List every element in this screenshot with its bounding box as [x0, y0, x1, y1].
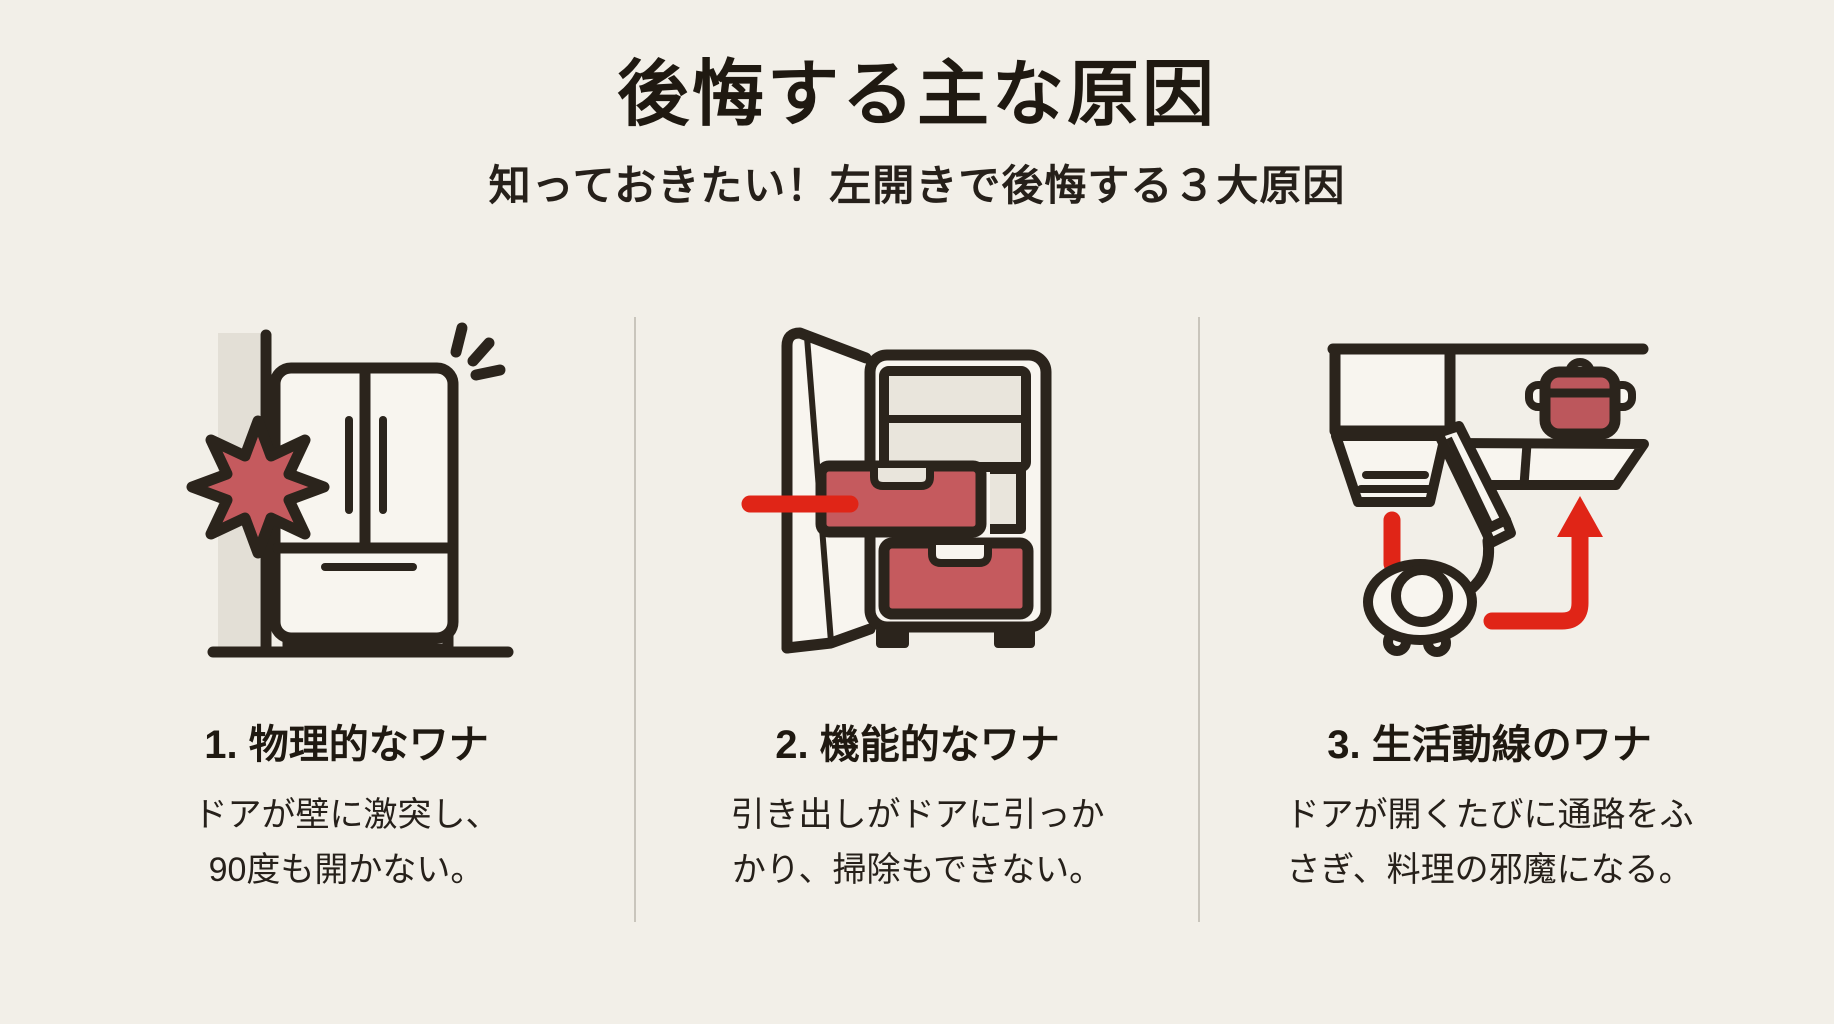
reason-1-heading: 1. 物理的なワナ — [204, 723, 489, 767]
reason-3-description: ドアが開くたびに通路をふ さぎ、料理の邪魔になる。 — [1200, 788, 1779, 898]
freezer-drawer — [878, 537, 1034, 620]
page-subtitle: 知っておきたい！左開きで後悔する３大原因 — [488, 162, 1346, 210]
impact-lines-icon — [450, 322, 506, 381]
door-blocking-kitchen-path-icon — [1327, 343, 1649, 657]
reason-2-desc-line-2: かり、掃除もできない。 — [731, 851, 1104, 890]
reason-3-desc-line-1: ドアが開くたびに通路をふ — [1285, 796, 1694, 834]
column-divider-2 — [1198, 317, 1200, 922]
reason-column-2: 2. 機能的なワナ 引き出しがドアに引っか かり、掃除もできない。 — [635, 280, 1200, 898]
page-title: 後悔する主な原因 — [616, 55, 1217, 135]
reason-column-3: 3. 生活動線のワナ ドアが開くたびに通路をふ さぎ、料理の邪魔になる。 — [1200, 280, 1834, 898]
path-arrow-icon — [1483, 496, 1603, 630]
reason-2-desc-line-1: 引き出しがドアに引っか — [730, 796, 1105, 834]
caption-2: 2. 機能的なワナ 引き出しがドアに引っか かり、掃除もできない。 — [635, 712, 1200, 898]
reason-2-description: 引き出しがドアに引っか かり、掃除もできない。 — [635, 788, 1200, 898]
reason-3-desc-line-2: さぎ、料理の邪魔になる。 — [1286, 851, 1693, 890]
caption-1: 1. 物理的なワナ ドアが壁に激突し、 90度も開かない。 — [0, 712, 635, 898]
pot-icon — [1525, 358, 1636, 440]
header: 後悔する主な原因 知っておきたい！左開きで後悔する３大原因 — [0, 52, 1834, 213]
reason-1-desc-line-2: 90度も開かない。 — [208, 851, 485, 890]
refrigerator — [269, 362, 459, 655]
reason-3-heading: 3. 生活動線のワナ — [1327, 723, 1652, 767]
reason-column-1: 1. 物理的なワナ ドアが壁に激突し、 90度も開かない。 — [0, 280, 635, 898]
kitchen-counter — [1327, 343, 1649, 507]
impact-star-icon — [186, 415, 330, 559]
caption-3: 3. 生活動線のワナ ドアが開くたびに通路をふ さぎ、料理の邪魔になる。 — [1200, 712, 1834, 898]
reason-1-description: ドアが壁に激突し、 90度も開かない。 — [58, 788, 635, 898]
reason-columns: 1. 物理的なワナ ドアが壁に激突し、 90度も開かない。 — [0, 280, 1834, 898]
person-icon — [1363, 535, 1495, 657]
fridge-hitting-wall-icon — [186, 322, 514, 658]
column-divider-1 — [634, 317, 636, 922]
drawer-blocked-by-door-icon — [741, 327, 1052, 654]
reason-2-heading: 2. 機能的なワナ — [775, 723, 1060, 767]
reason-1-desc-line-1: ドアが壁に激突し、 — [193, 796, 500, 834]
